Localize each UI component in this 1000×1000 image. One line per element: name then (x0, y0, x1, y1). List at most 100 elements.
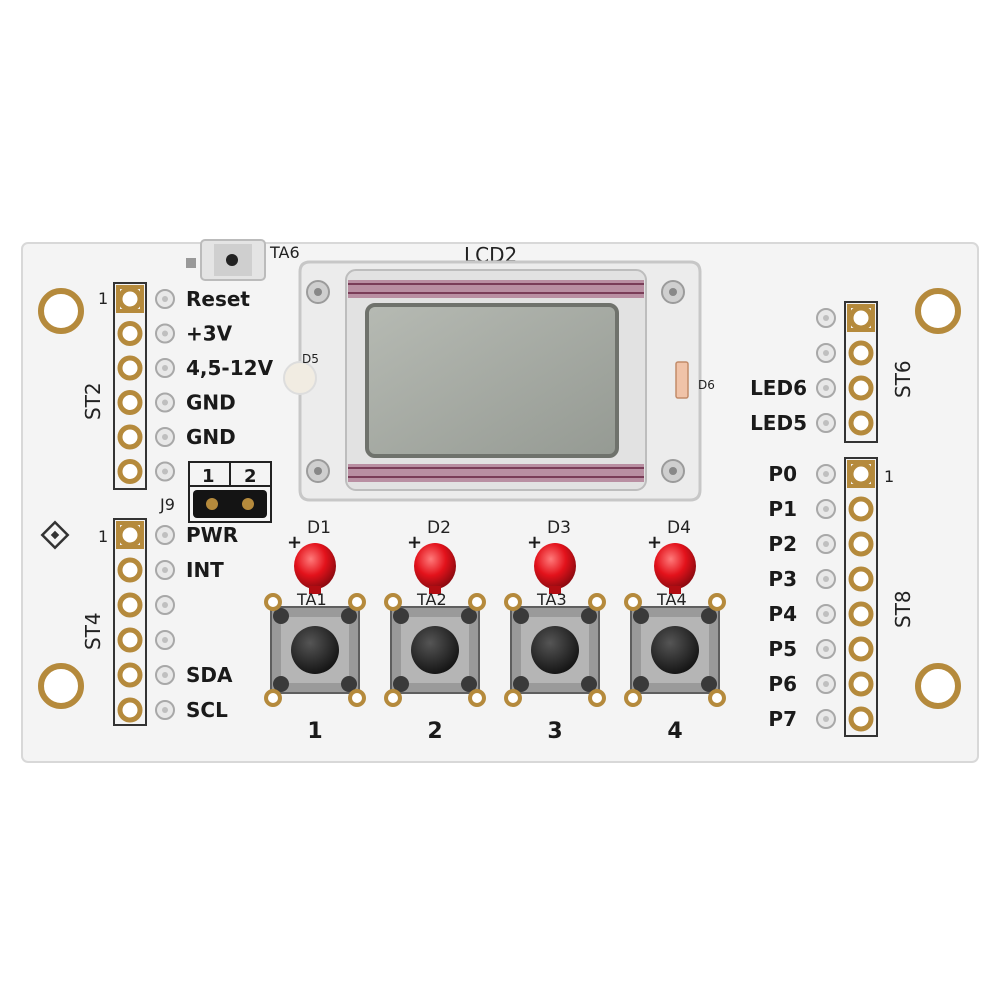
tactile-button-corner (461, 676, 477, 692)
st8-pin-label: P7 (768, 707, 797, 731)
button-ref-label: TA4 (656, 590, 687, 609)
tactile-button-pad (708, 593, 726, 611)
st2-pad (117, 424, 143, 450)
jumper-pos1-label: 1 (202, 466, 215, 487)
tactile-button-corner (701, 676, 717, 692)
st4-pin-label: PWR (186, 523, 238, 547)
jumper-label: J9 (159, 495, 175, 514)
st8-indicator-led-core (823, 471, 829, 477)
st8-indicator-led-core (823, 681, 829, 687)
tactile-button-corner (581, 608, 597, 624)
lcd-module (298, 260, 702, 502)
st2-label: ST2 (81, 382, 105, 420)
tactile-button-corner (273, 608, 289, 624)
st6-pad (848, 340, 874, 366)
tactile-button-corner (513, 676, 529, 692)
st4-pin1-mark: 1 (98, 527, 108, 546)
st4-pad (117, 697, 143, 723)
tactile-button-corner (341, 608, 357, 624)
st6-label: ST6 (891, 360, 915, 398)
tactile-button-pad (384, 593, 402, 611)
st6-pin-label: LED5 (750, 411, 807, 435)
st2-pin-label: GND (186, 391, 236, 415)
red-led-base (309, 586, 321, 594)
st4-pad (117, 522, 143, 548)
st8-indicator-led-core (823, 716, 829, 722)
st8-pad (848, 461, 874, 487)
led-label: D4 (667, 518, 691, 538)
lcd-screen (365, 303, 619, 458)
st8-pin-label: P5 (768, 637, 797, 661)
st8-indicator-led-core (823, 541, 829, 547)
st6-pad (848, 305, 874, 331)
button-ref-label: TA1 (296, 590, 327, 609)
st2-pin1-mark: 1 (98, 289, 108, 308)
button-number-label: 2 (427, 719, 442, 744)
tactile-button-corner (701, 608, 717, 624)
red-led (654, 543, 696, 589)
red-led-base (429, 586, 441, 594)
st2-indicator-led-core (162, 434, 168, 440)
st2-indicator-led-core (162, 296, 168, 302)
st4-label: ST4 (81, 612, 105, 650)
st6-pin-label: LED6 (750, 376, 807, 400)
st6-pad (848, 375, 874, 401)
st4-pad (117, 662, 143, 688)
st8-pin-label: P3 (768, 567, 797, 591)
tactile-button-corner (393, 608, 409, 624)
mounting-hole (38, 663, 84, 709)
red-led (414, 543, 456, 589)
tactile-button-pad (624, 593, 642, 611)
st4-indicator-led-core (162, 707, 168, 713)
st2-indicator-led-core (162, 365, 168, 371)
led-d5 (283, 361, 317, 395)
st8-pad (848, 671, 874, 697)
tactile-button-corner (393, 676, 409, 692)
tactile-button-corner (461, 608, 477, 624)
led-label: D1 (307, 518, 331, 538)
st8-pad (848, 566, 874, 592)
st2-pad (117, 286, 143, 312)
st4-pin-label: SDA (186, 663, 233, 687)
tactile-button-pad (468, 689, 486, 707)
tactile-button-pad (348, 593, 366, 611)
led-polarity-mark: + (647, 532, 662, 553)
mounting-hole (915, 663, 961, 709)
st8-pad (848, 531, 874, 557)
tactile-button-cap[interactable] (651, 626, 699, 674)
tactile-button-pad (348, 689, 366, 707)
st4-pad (117, 592, 143, 618)
mounting-hole (38, 288, 84, 334)
st6-pad (848, 410, 874, 436)
tactile-button-cap[interactable] (291, 626, 339, 674)
st2-pin-label: Reset (186, 287, 250, 311)
st6-indicator-led-core (823, 315, 829, 321)
led-label: D2 (427, 518, 451, 538)
st8-label: ST8 (891, 590, 915, 628)
st8-indicator-led-core (823, 506, 829, 512)
d6-label: D6 (698, 378, 715, 392)
jumper-j9[interactable] (188, 461, 272, 523)
st8-indicator-led-core (823, 611, 829, 617)
st2-pin-label: +3V (186, 322, 233, 346)
tactile-button-cap[interactable] (411, 626, 459, 674)
led-polarity-mark: + (407, 532, 422, 553)
tactile-button-pad (468, 593, 486, 611)
st2-pin-label: 4,5-12V (186, 356, 274, 380)
st2-pad (117, 459, 143, 484)
st4-indicator-led-core (162, 637, 168, 643)
st4-pad (117, 557, 143, 583)
st2-indicator-led-core (162, 399, 168, 406)
reset-button-label: TA6 (269, 243, 300, 262)
st8-pad (848, 496, 874, 522)
tactile-button-cap[interactable] (531, 626, 579, 674)
mounting-hole (915, 288, 961, 334)
reset-button-ta6[interactable] (186, 239, 266, 281)
st2-pin-label: GND (186, 425, 236, 449)
st4-pin-label: INT (186, 558, 224, 582)
tactile-button-pad (504, 593, 522, 611)
st4-indicator-led-core (162, 602, 168, 608)
d5-label: D5 (302, 352, 319, 366)
tactile-button-pad (588, 689, 606, 707)
button-ref-label: TA2 (416, 590, 447, 609)
